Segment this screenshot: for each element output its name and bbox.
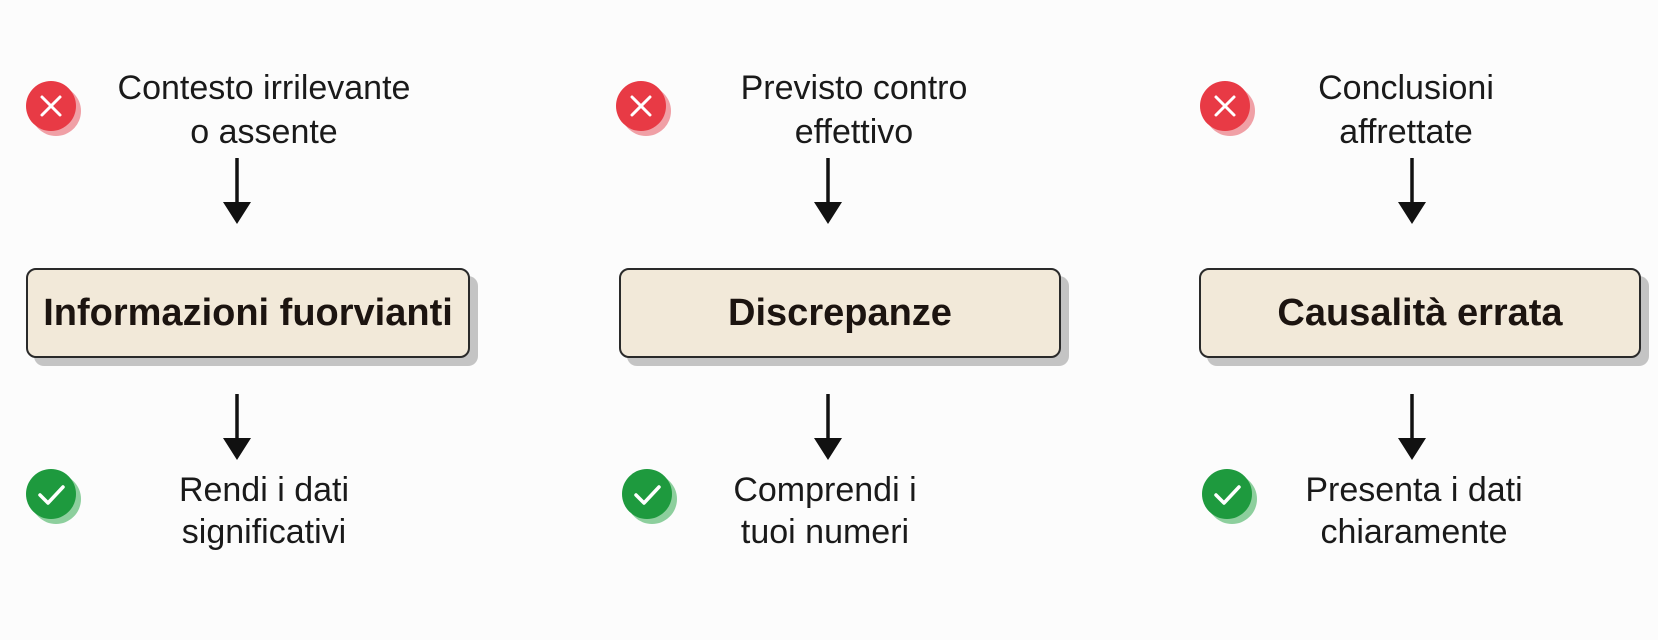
arrow-down-icon xyxy=(1398,158,1426,224)
problem-text: Conclusioni affrettate xyxy=(1256,66,1556,154)
solution-text-line-1: Presenta i dati xyxy=(1305,471,1523,509)
solution-item: Comprendi i tuoi numeri xyxy=(618,463,1048,563)
check-circle-icon xyxy=(26,469,81,524)
x-circle-icon xyxy=(616,81,671,136)
arrow-down-icon xyxy=(223,394,251,460)
concept-box: Discrepanze xyxy=(619,268,1061,358)
solution-text-line-1: Comprendi i xyxy=(733,471,917,509)
concept-box: Informazioni fuorvianti xyxy=(26,268,470,358)
solution-text: Presenta i dati chiaramente xyxy=(1264,469,1564,553)
solution-text: Comprendi i tuoi numeri xyxy=(680,469,970,553)
problem-text-line-2: affrettate xyxy=(1339,113,1473,151)
solution-text-line-2: significativi xyxy=(181,513,347,551)
solution-item: Rendi i dati significativi xyxy=(22,463,452,563)
arrow-down-icon xyxy=(814,394,842,460)
solution-item: Presenta i dati chiaramente xyxy=(1198,463,1628,563)
concept-box: Causalità errata xyxy=(1199,268,1641,358)
problem-text-line-1: Contesto irrilevante xyxy=(117,69,411,107)
arrow-down-icon xyxy=(814,158,842,224)
x-circle-icon xyxy=(26,81,81,136)
problem-text-line-2: o assente xyxy=(190,113,338,151)
solution-text: Rendi i dati significativi xyxy=(94,469,434,553)
problem-item: Previsto contro effettivo xyxy=(612,62,1042,162)
solution-text-line-2: tuoi numeri xyxy=(740,513,910,551)
flow-column-discrepancies: Previsto contro effettivo Discrepanze Co… xyxy=(590,0,1150,640)
x-circle-icon xyxy=(1200,81,1255,136)
problem-text: Contesto irrilevante o assente xyxy=(94,66,434,154)
solution-text-line-1: Rendi i dati xyxy=(178,471,350,509)
flow-column-misleading-information: Contesto irrilevante o assente Informazi… xyxy=(0,0,560,640)
concept-label: Causalità errata xyxy=(1277,291,1563,334)
check-circle-icon xyxy=(1202,469,1257,524)
problem-text-line-1: Conclusioni xyxy=(1318,69,1494,107)
check-circle-icon xyxy=(622,469,677,524)
arrow-down-icon xyxy=(1398,394,1426,460)
problem-item: Conclusioni affrettate xyxy=(1196,62,1626,162)
solution-text-line-2: chiaramente xyxy=(1320,513,1508,551)
flow-column-false-causality: Conclusioni affrettate Causalità errata … xyxy=(1170,0,1658,640)
problem-text-line-1: Previsto contro xyxy=(740,69,968,107)
arrow-down-icon xyxy=(223,158,251,224)
problem-text: Previsto contro effettivo xyxy=(684,66,1024,154)
concept-label: Discrepanze xyxy=(728,291,952,334)
problem-item: Contesto irrilevante o assente xyxy=(22,62,452,162)
problem-text-line-2: effettivo xyxy=(794,113,914,151)
concept-label: Informazioni fuorvianti xyxy=(43,291,453,334)
